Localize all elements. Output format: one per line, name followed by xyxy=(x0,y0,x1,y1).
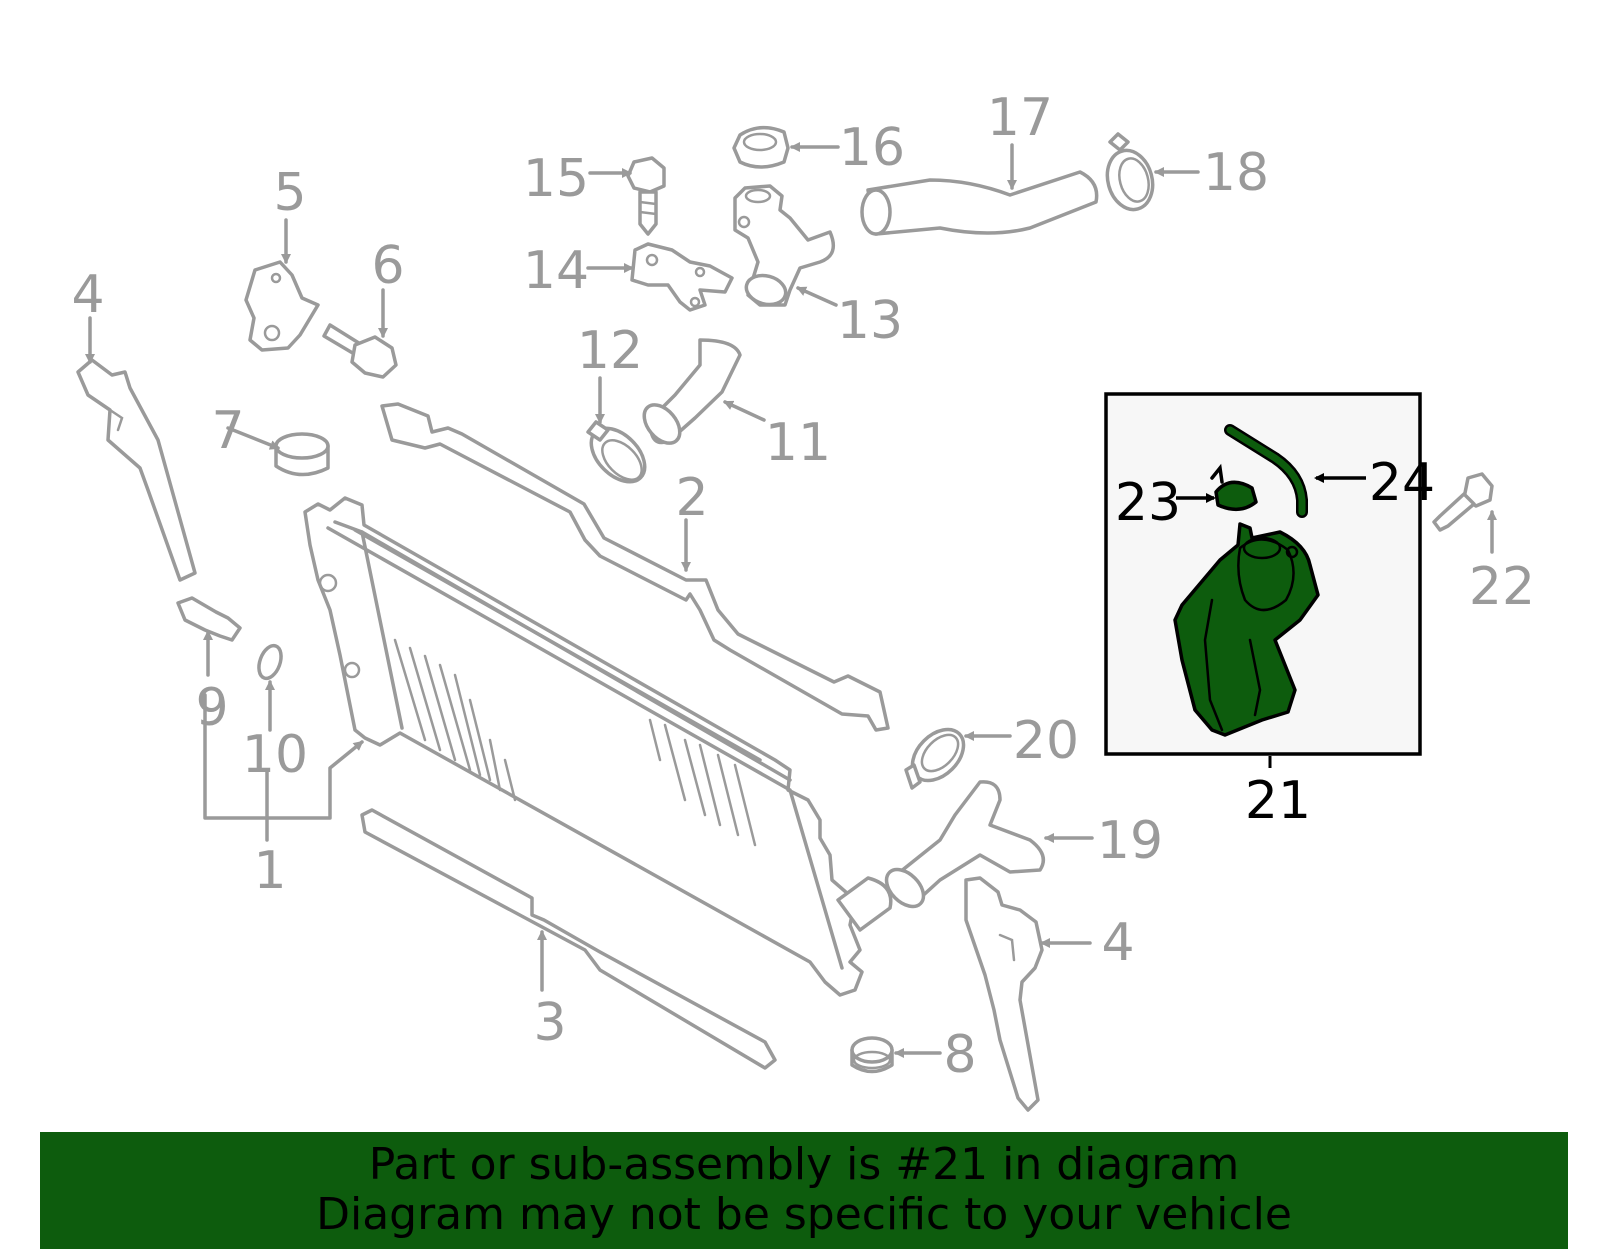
callout-1: 1 xyxy=(253,841,286,901)
part-24-hose[interactable] xyxy=(1224,424,1308,518)
banner-line-1: Part or sub-assembly is #21 in diagram xyxy=(368,1139,1240,1190)
part-19-hose[interactable] xyxy=(880,780,1046,914)
callout-9: 9 xyxy=(195,678,228,738)
callout-19: 19 xyxy=(1097,811,1163,871)
callout-20: 20 xyxy=(1013,711,1079,771)
callout-14: 14 xyxy=(523,241,589,301)
callout-24: 24 xyxy=(1369,453,1435,513)
part-6-bolt[interactable] xyxy=(322,323,398,379)
part-17-hose[interactable] xyxy=(860,170,1099,236)
banner-line-2: Diagram may not be specific to your vehi… xyxy=(316,1189,1292,1240)
part-14-gasket[interactable] xyxy=(630,242,734,312)
part-5-bracket[interactable] xyxy=(244,260,320,352)
part-16-cap[interactable] xyxy=(732,125,790,169)
callout-21: 21 xyxy=(1245,771,1311,831)
callout-18: 18 xyxy=(1203,143,1269,203)
callout-7: 7 xyxy=(211,401,244,461)
part-8-grommet[interactable] xyxy=(850,1036,894,1074)
part-2-upper-support[interactable] xyxy=(380,402,890,732)
callout-4-right: 4 xyxy=(1101,913,1134,973)
part-4-right-bracket[interactable] xyxy=(964,876,1044,1112)
callout-labels: 1 2 3 4 4 5 6 7 8 9 10 11 12 13 14 15 16… xyxy=(71,88,1535,1085)
callout-4-left: 4 xyxy=(71,265,104,325)
part-1-radiator[interactable] xyxy=(303,496,893,997)
part-20-clamp[interactable] xyxy=(903,720,974,791)
callout-17: 17 xyxy=(987,88,1053,148)
part-21-reservoir[interactable] xyxy=(1173,522,1320,737)
callout-22: 22 xyxy=(1469,557,1535,617)
callout-3: 3 xyxy=(533,993,566,1053)
callout-16: 16 xyxy=(839,118,905,178)
callout-11: 11 xyxy=(765,413,831,473)
part-15-bolt[interactable] xyxy=(626,156,666,236)
part-12-clamp[interactable] xyxy=(581,418,655,492)
part-11-hose[interactable] xyxy=(637,338,742,450)
part-23-cap[interactable] xyxy=(1210,463,1258,512)
part-18-clamp[interactable] xyxy=(1101,132,1159,215)
part-3-lower-support[interactable] xyxy=(360,808,777,1070)
part-7-grommet[interactable] xyxy=(274,432,330,477)
callout-13: 13 xyxy=(837,291,903,351)
callout-15: 15 xyxy=(523,149,589,209)
callout-5: 5 xyxy=(273,163,306,223)
inset-box xyxy=(1104,392,1422,756)
callout-10: 10 xyxy=(242,725,308,785)
callout-8: 8 xyxy=(943,1025,976,1085)
part-10-o-ring[interactable] xyxy=(255,643,285,682)
callout-2: 2 xyxy=(675,468,708,528)
part-22-bolt[interactable] xyxy=(1432,472,1494,532)
part-4-left-bracket[interactable] xyxy=(76,358,197,582)
callout-23: 23 xyxy=(1115,473,1181,533)
info-banner: Part or sub-assembly is #21 in diagram D… xyxy=(40,1132,1568,1249)
part-13-thermostat-housing[interactable] xyxy=(733,184,836,309)
callout-12: 12 xyxy=(577,321,643,381)
callout-6: 6 xyxy=(371,236,404,296)
part-9-drain-plug[interactable] xyxy=(176,596,242,642)
leader-lines xyxy=(85,142,1497,1058)
